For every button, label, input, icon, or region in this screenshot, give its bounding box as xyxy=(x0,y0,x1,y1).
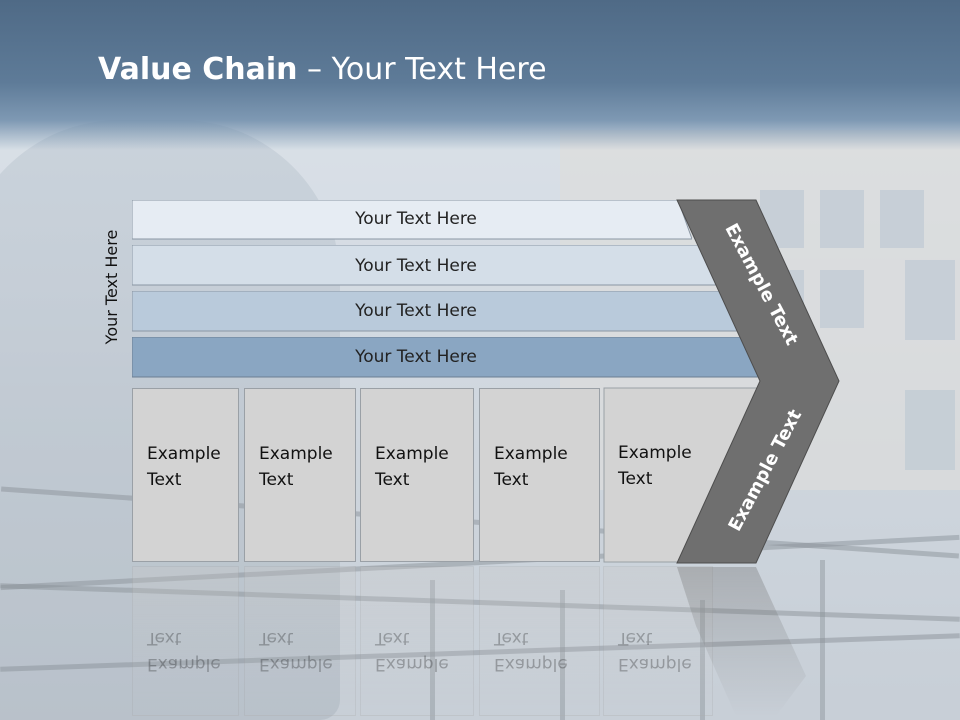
bar-2-label: Your Text Here xyxy=(355,256,477,276)
column-4: Example Text xyxy=(479,388,600,562)
column-4-label: Example Text xyxy=(494,444,568,490)
column-2-label: Example Text xyxy=(259,444,333,490)
bar-4: Your Text Here xyxy=(132,337,764,378)
column-3: Example Text xyxy=(360,388,474,562)
side-label: Your Text Here xyxy=(102,229,121,345)
bar-3-label: Your Text Here xyxy=(355,301,477,321)
reflection-text-4: Example Text xyxy=(494,628,568,674)
column-1: Example Text xyxy=(132,388,239,562)
slide-title: Value Chain – Your Text Here xyxy=(98,52,547,87)
column-5-label: Example Text xyxy=(618,443,692,489)
header-band xyxy=(0,0,960,150)
reflection: Example Text Example Text Example Text E… xyxy=(132,566,772,716)
bar-3: Your Text Here xyxy=(132,291,740,332)
reflection-text-2: Example Text xyxy=(259,628,333,674)
chevron-reflection xyxy=(677,567,806,716)
reflection-text-1: Example Text xyxy=(147,628,221,674)
bar-4-label: Your Text Here xyxy=(355,347,477,367)
bar-1-label: Your Text Here xyxy=(355,209,477,229)
column-1-label: Example Text xyxy=(147,444,221,490)
title-rest: – Your Text Here xyxy=(297,52,547,87)
title-bold: Value Chain xyxy=(98,52,298,87)
chevron-arrow xyxy=(676,199,840,564)
column-2: Example Text xyxy=(244,388,356,562)
column-5: Example Text xyxy=(603,388,713,562)
bar-2: Your Text Here xyxy=(132,245,717,286)
reflection-text-3: Example Text xyxy=(375,628,449,674)
bar-1: Your Text Here xyxy=(132,200,692,240)
column-3-label: Example Text xyxy=(375,444,449,490)
